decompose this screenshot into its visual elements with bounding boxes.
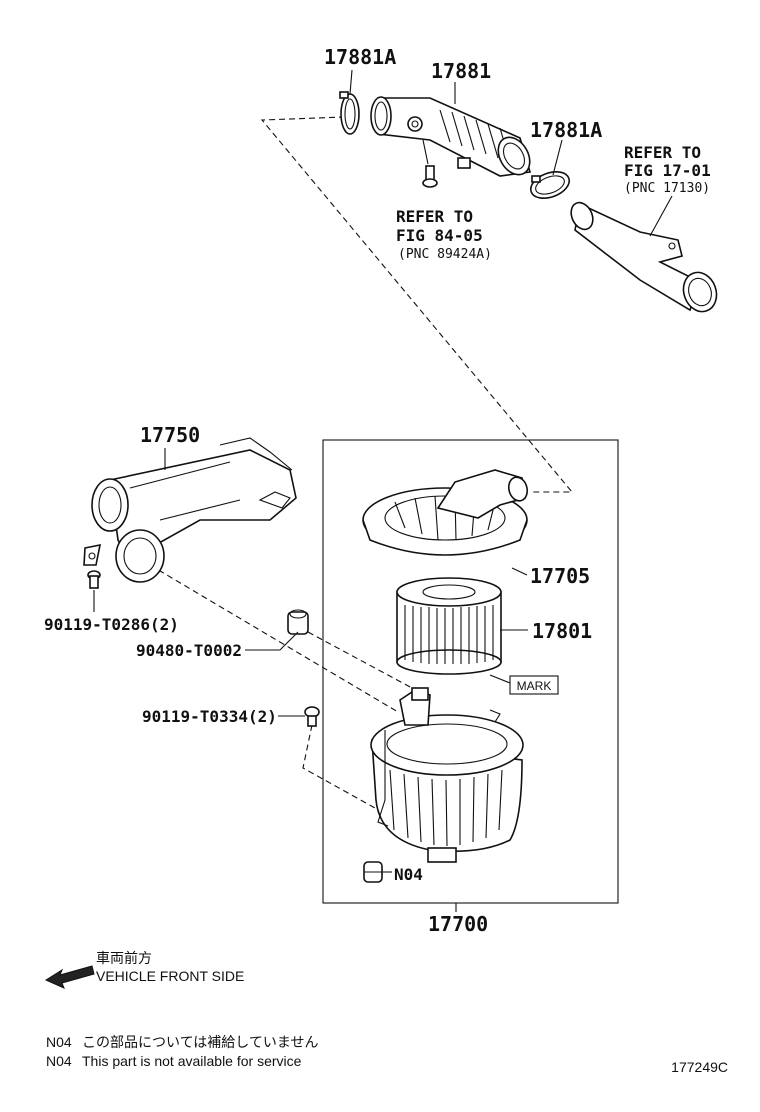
air-inlet-duct-17750 <box>83 437 297 583</box>
clip-bolt <box>422 139 438 188</box>
label-90119-t0334: 90119-T0334(2) <box>142 707 277 726</box>
illustration-id: 177249C <box>671 1059 728 1075</box>
intake-duct-ref <box>570 201 718 313</box>
leader-ref-17-01 <box>649 195 673 237</box>
guide-line-bolt2 <box>302 724 376 809</box>
direction-en: VEHICLE FRONT SIDE <box>96 968 244 984</box>
direction-jp: 車両前方 <box>96 950 152 966</box>
ref1-line1: REFER TO <box>624 143 701 162</box>
label-17881: 17881 <box>431 59 491 83</box>
grommet-n04 <box>363 861 392 883</box>
clamp-17881a-right <box>529 171 571 199</box>
label-n04: N04 <box>394 865 423 884</box>
label-17881a-right: 17881A <box>530 118 602 142</box>
note-1-code: N04 <box>46 1034 72 1050</box>
mark-box <box>509 675 559 695</box>
front-arrow-icon <box>44 965 95 989</box>
label-17750: 17750 <box>140 423 200 447</box>
label-90480-t0002: 90480-T0002 <box>136 641 242 660</box>
ref2-line2: FIG 84-05 <box>396 226 483 245</box>
mark-label: MARK <box>517 679 552 693</box>
leader-90480 <box>245 631 299 651</box>
ref2-line1: REFER TO <box>396 207 473 226</box>
ref1-line3: (PNC 17130) <box>624 181 710 196</box>
leader-17881a-right <box>552 139 563 176</box>
note-2-code: N04 <box>46 1053 72 1069</box>
label-17881a-top: 17881A <box>324 45 396 69</box>
note-1-text: この部品については補給していません <box>82 1034 318 1050</box>
note-2-text: This part is not available for service <box>82 1053 302 1069</box>
label-17705: 17705 <box>530 564 590 588</box>
guide-line-clamp-to-cap <box>260 116 574 493</box>
guide-line-duct-to-case <box>149 564 399 713</box>
ref2-line3: (PNC 89424A) <box>398 247 492 262</box>
leader-17881a-top <box>349 69 353 95</box>
filter-element-17801 <box>396 577 528 684</box>
cleaner-cap-17705 <box>362 469 529 576</box>
air-hose-17881 <box>370 96 532 177</box>
clamp-17881a-top <box>339 91 360 135</box>
cleaner-case <box>370 687 524 863</box>
ref1-line2: FIG 17-01 <box>624 161 711 180</box>
grommet-90480-t0002 <box>287 609 309 635</box>
assembly-box-17700 <box>322 439 619 904</box>
bolt-90119-t0286 <box>87 570 101 612</box>
label-17700: 17700 <box>428 912 488 936</box>
label-90119-t0286: 90119-T0286(2) <box>44 615 179 634</box>
bolt-90119-t0334 <box>304 706 320 727</box>
label-17801: 17801 <box>532 619 592 643</box>
